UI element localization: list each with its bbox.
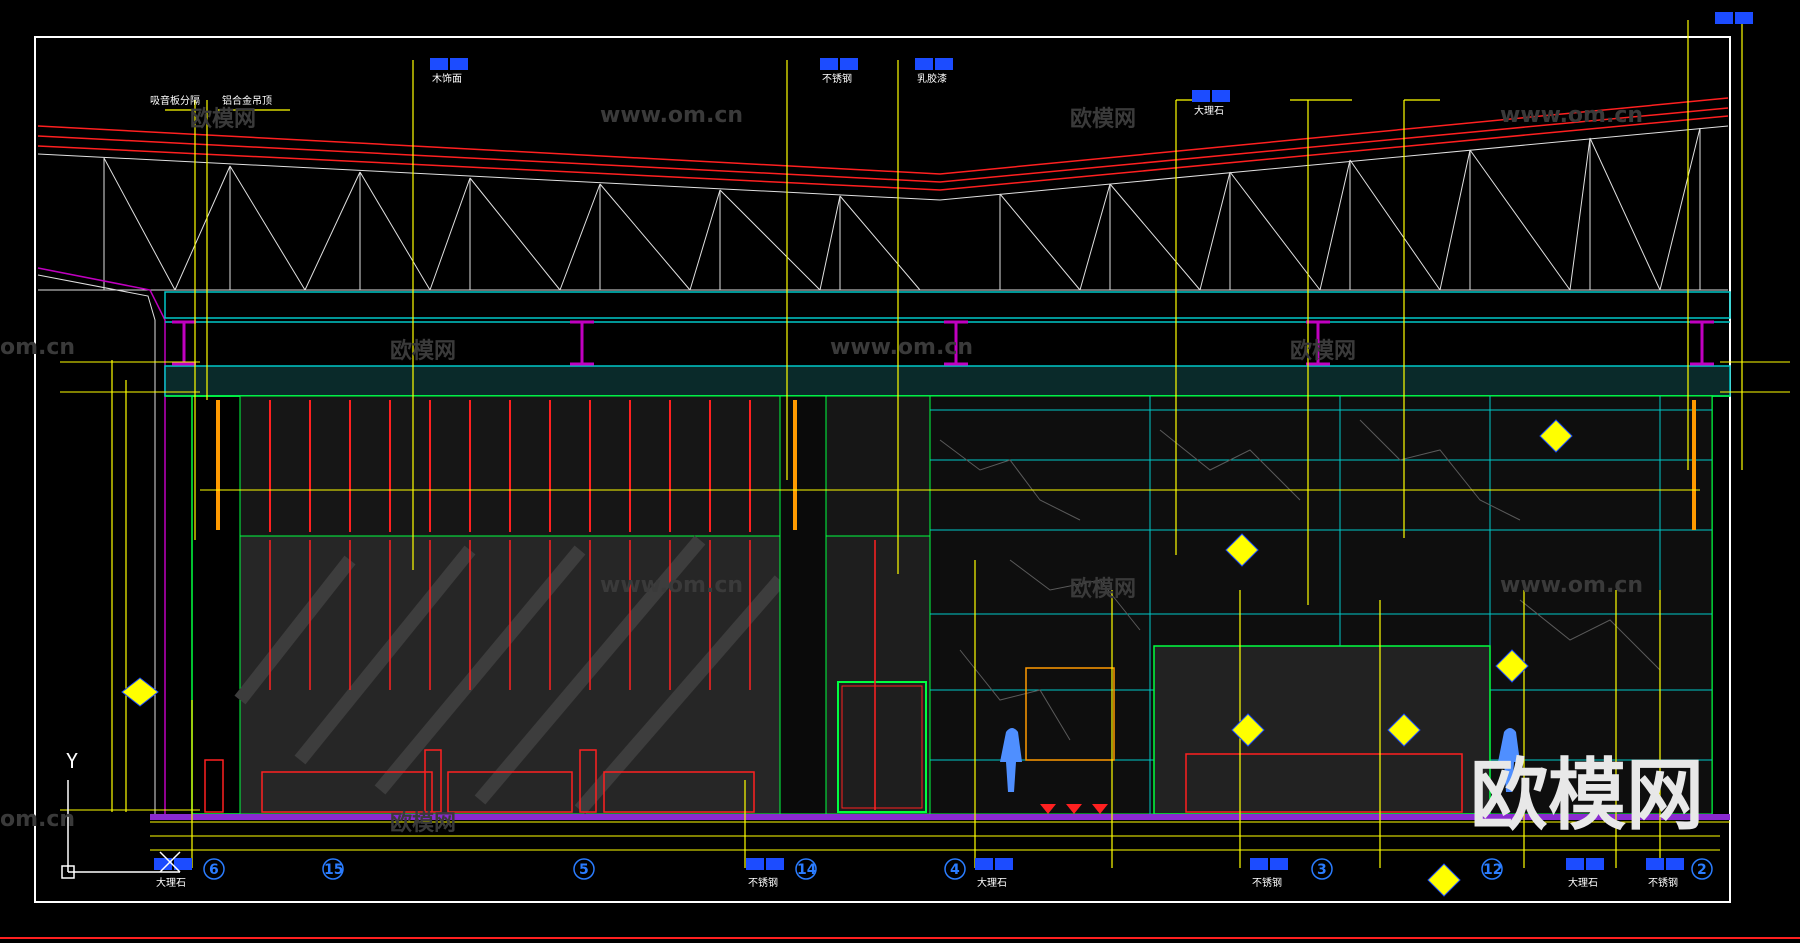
watermark-site: www.om.cn — [600, 103, 743, 128]
tag-bottom-6: 不锈钢 — [1648, 876, 1678, 889]
left-wall-upper-panels — [239, 395, 781, 537]
watermark-site-short: om.cn — [0, 335, 75, 360]
tag-top-left-b: 铝合金吊顶 — [222, 94, 272, 107]
watermark-site-short: om.cn — [0, 807, 75, 832]
watermark-site: www.om.cn — [1500, 103, 1643, 128]
watermark-brand: 欧模网 — [190, 106, 256, 132]
tag-bottom-5: 大理石 — [1568, 876, 1598, 889]
grid-axis-label: 5 — [579, 862, 589, 878]
door — [837, 681, 927, 813]
watermarks: www.om.cn www.om.cn www.om.cn www.om.cn … — [0, 103, 1704, 841]
watermark-site: www.om.cn — [830, 335, 973, 360]
grid-axis-bubbles — [203, 858, 1713, 880]
ucs-icon — [61, 780, 181, 879]
roof-truss — [37, 125, 1729, 291]
reception-desk — [1153, 645, 1491, 815]
human-figures — [1000, 728, 1520, 792]
i-beam-markers — [172, 320, 1714, 366]
floor-slab — [150, 814, 1730, 820]
center-door-zone — [779, 395, 931, 815]
grid-axis-label: 12 — [1483, 862, 1502, 878]
annotation-leaders — [111, 20, 1743, 868]
watermark-brand: 欧模网 — [1070, 106, 1136, 132]
roof-outline — [37, 97, 1729, 191]
watermark-brand: 欧模网 — [390, 338, 456, 364]
plant-markers — [1040, 804, 1108, 814]
right-marble-wall — [929, 395, 1713, 815]
tag-top-right-a: 大理石 — [1194, 104, 1224, 117]
left-eave-inner — [37, 274, 156, 815]
tag-top-left-a: 吸音板分隔 — [150, 94, 200, 107]
tag-top-mid-a: 木饰面 — [432, 72, 462, 85]
tag-bottom-3: 大理石 — [977, 876, 1007, 889]
grid-axis-label: 6 — [209, 862, 219, 878]
section-markers — [121, 419, 1573, 897]
tag-bottom-1: 大理石 — [156, 876, 186, 889]
watermark-brand-large: 欧模网 — [1470, 751, 1704, 841]
grid-axis-label: 2 — [1697, 862, 1707, 878]
watermark-brand: 欧模网 — [1290, 338, 1356, 364]
ucs-y-label: Y — [66, 749, 78, 773]
material-tags: 木饰面 不锈钢 乳胶漆 大理石 吸音板分隔 铝合金吊顶 大理石 不锈钢 — [150, 12, 1753, 889]
tag-bottom-2: 不锈钢 — [748, 876, 778, 889]
grid-axis-label: 15 — [324, 862, 343, 878]
left-wall-lower-hatch — [204, 535, 786, 815]
dimension-lines — [60, 361, 1790, 851]
left-eave — [37, 267, 166, 815]
watermark-site: www.om.cn — [1500, 573, 1643, 598]
watermark-brand: 欧模网 — [390, 810, 456, 836]
tag-bottom-4: 不锈钢 — [1252, 876, 1282, 889]
grid-axis-label: 3 — [1317, 862, 1327, 878]
watermark-brand: 欧模网 — [1070, 576, 1136, 602]
grid-axis-labels: 6 15 5 14 4 3 12 2 — [209, 862, 1707, 878]
grid-axis-label: 14 — [797, 862, 817, 878]
side-trims — [216, 400, 1696, 530]
grid-axis-label: 4 — [950, 862, 960, 878]
tag-top-mid-b: 乳胶漆 — [917, 72, 947, 85]
drawing-frame — [34, 36, 1731, 903]
tag-top-right-b: 不锈钢 — [822, 72, 852, 85]
watermark-site: www.om.cn — [600, 573, 743, 598]
